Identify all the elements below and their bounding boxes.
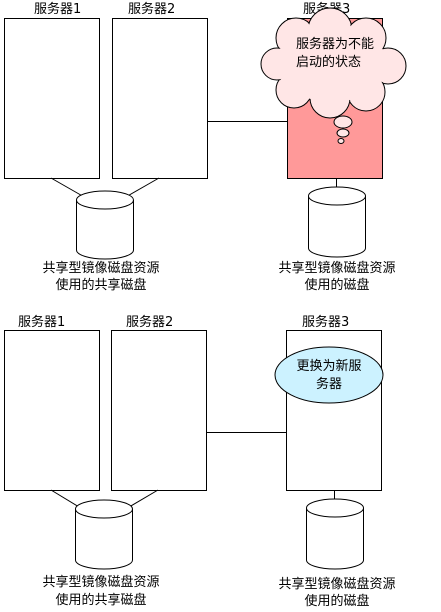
top-shared-disk-caption-line1: 共享型镜像磁盘资源 bbox=[42, 260, 159, 276]
top-server2-box bbox=[112, 18, 208, 179]
top-server1-label: 服务器1 bbox=[34, 1, 81, 17]
top-server1-box bbox=[4, 18, 100, 179]
top-server1-to-disk-line bbox=[50, 177, 87, 199]
bottom-replace-ellipse: 更换为新服 务器 bbox=[274, 346, 384, 404]
bottom-shared-disk bbox=[75, 499, 133, 570]
bottom-shared-disk-caption-line1: 共享型镜像磁盘资源 bbox=[42, 574, 159, 590]
bottom-server2-box bbox=[111, 330, 207, 491]
top-server2-label: 服务器2 bbox=[128, 1, 175, 17]
bottom-ellipse-text-line1: 更换为新服 bbox=[296, 358, 361, 374]
top-disk3-caption-line2: 使用的磁盘 bbox=[304, 277, 369, 293]
bottom-server2-label: 服务器2 bbox=[126, 314, 173, 330]
bottom-ellipse-text-line2: 务器 bbox=[316, 376, 342, 392]
bottom-server3-disk bbox=[306, 498, 364, 570]
top-thought-bubble-small bbox=[337, 138, 345, 144]
bottom-server3-label: 服务器3 bbox=[302, 314, 349, 330]
top-shared-disk-caption-line2: 使用的共享磁盘 bbox=[55, 277, 146, 293]
top-server3-disk bbox=[308, 186, 366, 258]
top-shared-disk bbox=[76, 190, 134, 260]
bottom-shared-disk-caption-line2: 使用的共享磁盘 bbox=[55, 592, 146, 608]
top-scenario: 服务器1 服务器2 服务器3 共享型镜像磁盘资源 使用的共享磁盘 共享型镜像磁盘… bbox=[4, 1, 407, 293]
top-thought-cloud: 服务器为不能 启动的状态 bbox=[260, 7, 407, 144]
bottom-disk3-caption-line2: 使用的磁盘 bbox=[304, 593, 369, 609]
top-server2-to-disk-line bbox=[123, 177, 160, 199]
top-cloud-text-line1: 服务器为不能 bbox=[296, 36, 374, 52]
bottom-server1-box bbox=[4, 330, 100, 491]
top-disk3-caption-line1: 共享型镜像磁盘资源 bbox=[278, 260, 395, 276]
bottom-server1-label: 服务器1 bbox=[18, 314, 65, 330]
top-thought-bubble-medium bbox=[336, 128, 350, 138]
bottom-disk3-caption-line1: 共享型镜像磁盘资源 bbox=[278, 576, 395, 592]
bottom-scenario: 服务器1 服务器2 服务器3 共享型镜像磁盘资源 使用的共享磁盘 共享型镜像磁盘… bbox=[4, 314, 396, 609]
top-cloud-text-line2: 启动的状态 bbox=[296, 54, 361, 70]
top-thought-bubble-large bbox=[333, 115, 353, 129]
